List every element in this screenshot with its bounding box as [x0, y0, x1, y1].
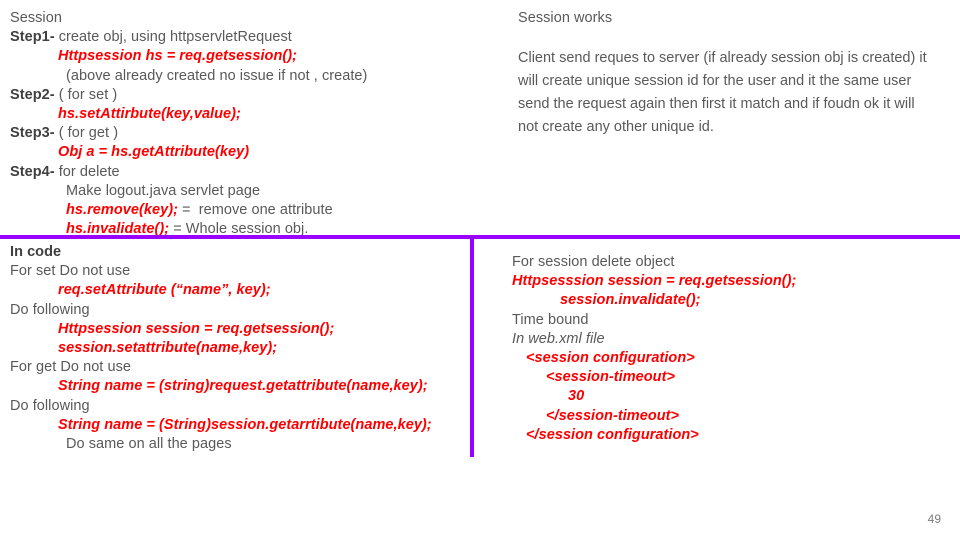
step3-line: Step3- ( for get ) — [10, 124, 480, 143]
session-invalidate-code: session.invalidate(); — [560, 292, 701, 309]
session-setattribute-code: session.setattribute(name,key); — [58, 340, 278, 357]
step3-text: ( for get ) — [54, 125, 119, 142]
step2-code: hs.setAttirbute(key,value); — [58, 106, 241, 123]
xml-session-timeout-close: </session-timeout> — [546, 407, 680, 424]
top-left-content: Session Step1- create obj, using httpser… — [10, 9, 480, 239]
remove-line: hs.remove(key); = remove one attribute — [10, 201, 480, 220]
step3-label: Step3- — [10, 125, 55, 142]
session-works-title: Session works — [518, 10, 613, 26]
step4-line: Step4- for delete — [10, 163, 480, 182]
time-bound-label: Time bound — [512, 311, 589, 328]
invalidate-line: hs.invalidate(); = Whole session obj. — [10, 220, 480, 239]
vertical-divider — [470, 239, 474, 457]
step1-line: Step1- create obj, using httpservletRequ… — [10, 28, 480, 47]
xml-session-configuration-close: </session configuration> — [526, 426, 699, 443]
httpsesssion-code: Httpsesssion session = req.getsession(); — [512, 273, 797, 290]
session-delete-label: For session delete object — [512, 254, 675, 270]
top-left-title: Session — [10, 10, 62, 26]
httpsession-session-code: Httpsession session = req.getsession(); — [58, 320, 335, 337]
remove-desc: = remove one attribute — [177, 202, 333, 219]
bottom-right-content: For session delete object Httpsesssion s… — [512, 253, 952, 445]
horizontal-divider — [0, 235, 960, 239]
step1-label: Step1- — [10, 29, 55, 46]
bottom-left-content: In code For set Do not use req.setAttrib… — [10, 243, 465, 454]
step1-text: create obj, using httpservletRequest — [54, 29, 292, 46]
do-same-note: Do same on all the pages — [66, 436, 232, 453]
for-get-label: For get Do not use — [10, 359, 131, 376]
xml-session-configuration-open: <session configuration> — [526, 350, 695, 367]
do-following-label-2: Do following — [10, 397, 90, 414]
in-code-heading: In code — [10, 244, 62, 260]
do-following-label-1: Do following — [10, 301, 90, 318]
step4-label: Step4- — [10, 163, 55, 180]
page-number: 49 — [927, 512, 941, 526]
step2-text: ( for set ) — [54, 86, 118, 103]
step1-note: (above already created no issue if not ,… — [66, 67, 368, 84]
top-right-content: Session works Client send reques to serv… — [518, 9, 948, 139]
remove-code: hs.remove(key); — [66, 202, 178, 219]
web-xml-label: In web.xml file — [512, 330, 605, 347]
request-getattribute-code: String name = (string)request.getattribu… — [58, 378, 428, 395]
req-setattribute-code: req.setAttribute (“name”, key); — [58, 282, 271, 299]
step2-line: Step2- ( for set ) — [10, 86, 480, 105]
xml-session-timeout-open: <session-timeout> — [546, 369, 675, 386]
step2-label: Step2- — [10, 86, 55, 103]
invalidate-code: hs.invalidate(); — [66, 221, 170, 238]
for-set-label: For set Do not use — [10, 263, 131, 280]
step3-code: Obj a = hs.getAttribute(key) — [58, 144, 250, 161]
session-works-paragraph: Client send reques to server (if already… — [518, 50, 927, 136]
step4-note: Make logout.java servlet page — [66, 182, 261, 199]
xml-session-timeout-value: 30 — [568, 388, 585, 405]
step4-text: for delete — [54, 163, 120, 180]
step1-code: Httpsession hs = req.getsession(); — [58, 48, 297, 65]
invalidate-desc: = Whole session obj. — [169, 221, 309, 238]
session-getattribute-code: String name = (String)session.getarrtibu… — [58, 416, 432, 433]
